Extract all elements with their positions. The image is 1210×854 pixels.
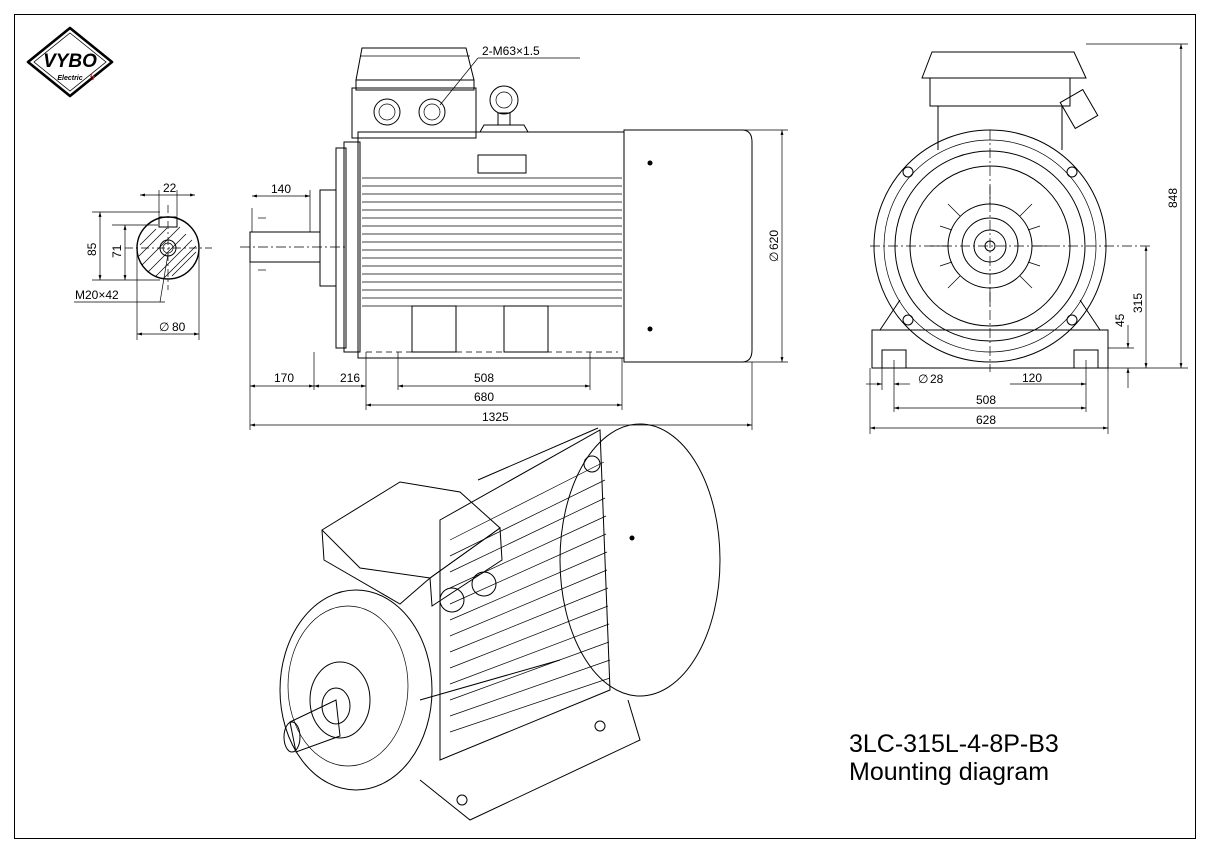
fan-cover xyxy=(623,129,753,363)
foot xyxy=(411,305,457,353)
dim-height-71: 71 xyxy=(110,244,124,258)
dim-170: 170 xyxy=(274,371,294,385)
dim-thread: M20×42 xyxy=(75,288,119,302)
flange xyxy=(319,189,337,287)
cable-gland xyxy=(418,98,446,126)
motor-housing xyxy=(357,131,625,359)
dim-height-85: 85 xyxy=(85,242,99,256)
drawing-frame xyxy=(14,14,1196,839)
cooling-fins xyxy=(362,177,622,307)
foot xyxy=(503,305,549,353)
fan-ribs xyxy=(930,186,1050,306)
label-cable-glands: 2-M63×1.5 xyxy=(482,44,540,58)
diameter-symbol: ∅ xyxy=(918,372,928,386)
dim-216: 216 xyxy=(340,371,360,385)
dim-shaft-diameter: 80 xyxy=(172,320,186,334)
dim-body-diameter: 620 xyxy=(767,230,781,250)
terminal-box-front xyxy=(929,77,1071,107)
dim-120: 120 xyxy=(1022,371,1042,385)
dim-628: 628 xyxy=(976,413,996,427)
lightning-icon: ϟ xyxy=(90,72,95,82)
iso-end-shield xyxy=(279,589,433,791)
terminal-box xyxy=(351,87,477,139)
dim-1325: 1325 xyxy=(482,410,509,424)
dim-shaft-length: 140 xyxy=(271,182,291,196)
eyebolt xyxy=(489,85,519,115)
dim-508-front: 508 xyxy=(976,393,996,407)
logo-subtitle: Electric xyxy=(57,75,82,82)
dim-shaft-height: 315 xyxy=(1131,293,1145,313)
cable-gland xyxy=(1059,88,1099,130)
isometric-view xyxy=(279,423,721,821)
cable-gland xyxy=(373,98,401,126)
diameter-symbol: ∅ xyxy=(159,320,169,334)
diameter-symbol: ∅ xyxy=(767,252,781,262)
shaft-end-view: 22 85 71 M20×42 ∅ 80 xyxy=(74,181,212,340)
side-view: 2-M63×1.5 xyxy=(240,44,788,430)
keyway xyxy=(158,216,178,228)
iso-terminal-box xyxy=(321,481,501,579)
iso-feet xyxy=(419,699,641,821)
front-view: 848 315 45 ∅ 28 120 508 628 xyxy=(866,43,1188,434)
diagram-caption: Mounting diagram xyxy=(849,758,1050,786)
iso-shaft xyxy=(289,699,341,753)
dim-680: 680 xyxy=(474,390,494,404)
dim-keyway-width: 22 xyxy=(163,181,177,195)
dim-hole-diameter: 28 xyxy=(930,372,944,386)
dim-508-side: 508 xyxy=(474,371,494,385)
cable-gland xyxy=(471,571,497,597)
iso-fan-cover xyxy=(559,423,721,697)
dim-height-848: 848 xyxy=(1166,188,1180,208)
iso-body xyxy=(439,429,611,761)
model-title: 3LC-315L-4-8P-B3 xyxy=(849,730,1059,758)
vybo-logo: VYBO Electric ϟ xyxy=(26,26,114,98)
dim-foot-height: 45 xyxy=(1113,313,1127,327)
logo-brand: VYBO xyxy=(43,51,97,72)
cable-gland xyxy=(439,587,465,613)
iso-fins xyxy=(449,461,611,733)
